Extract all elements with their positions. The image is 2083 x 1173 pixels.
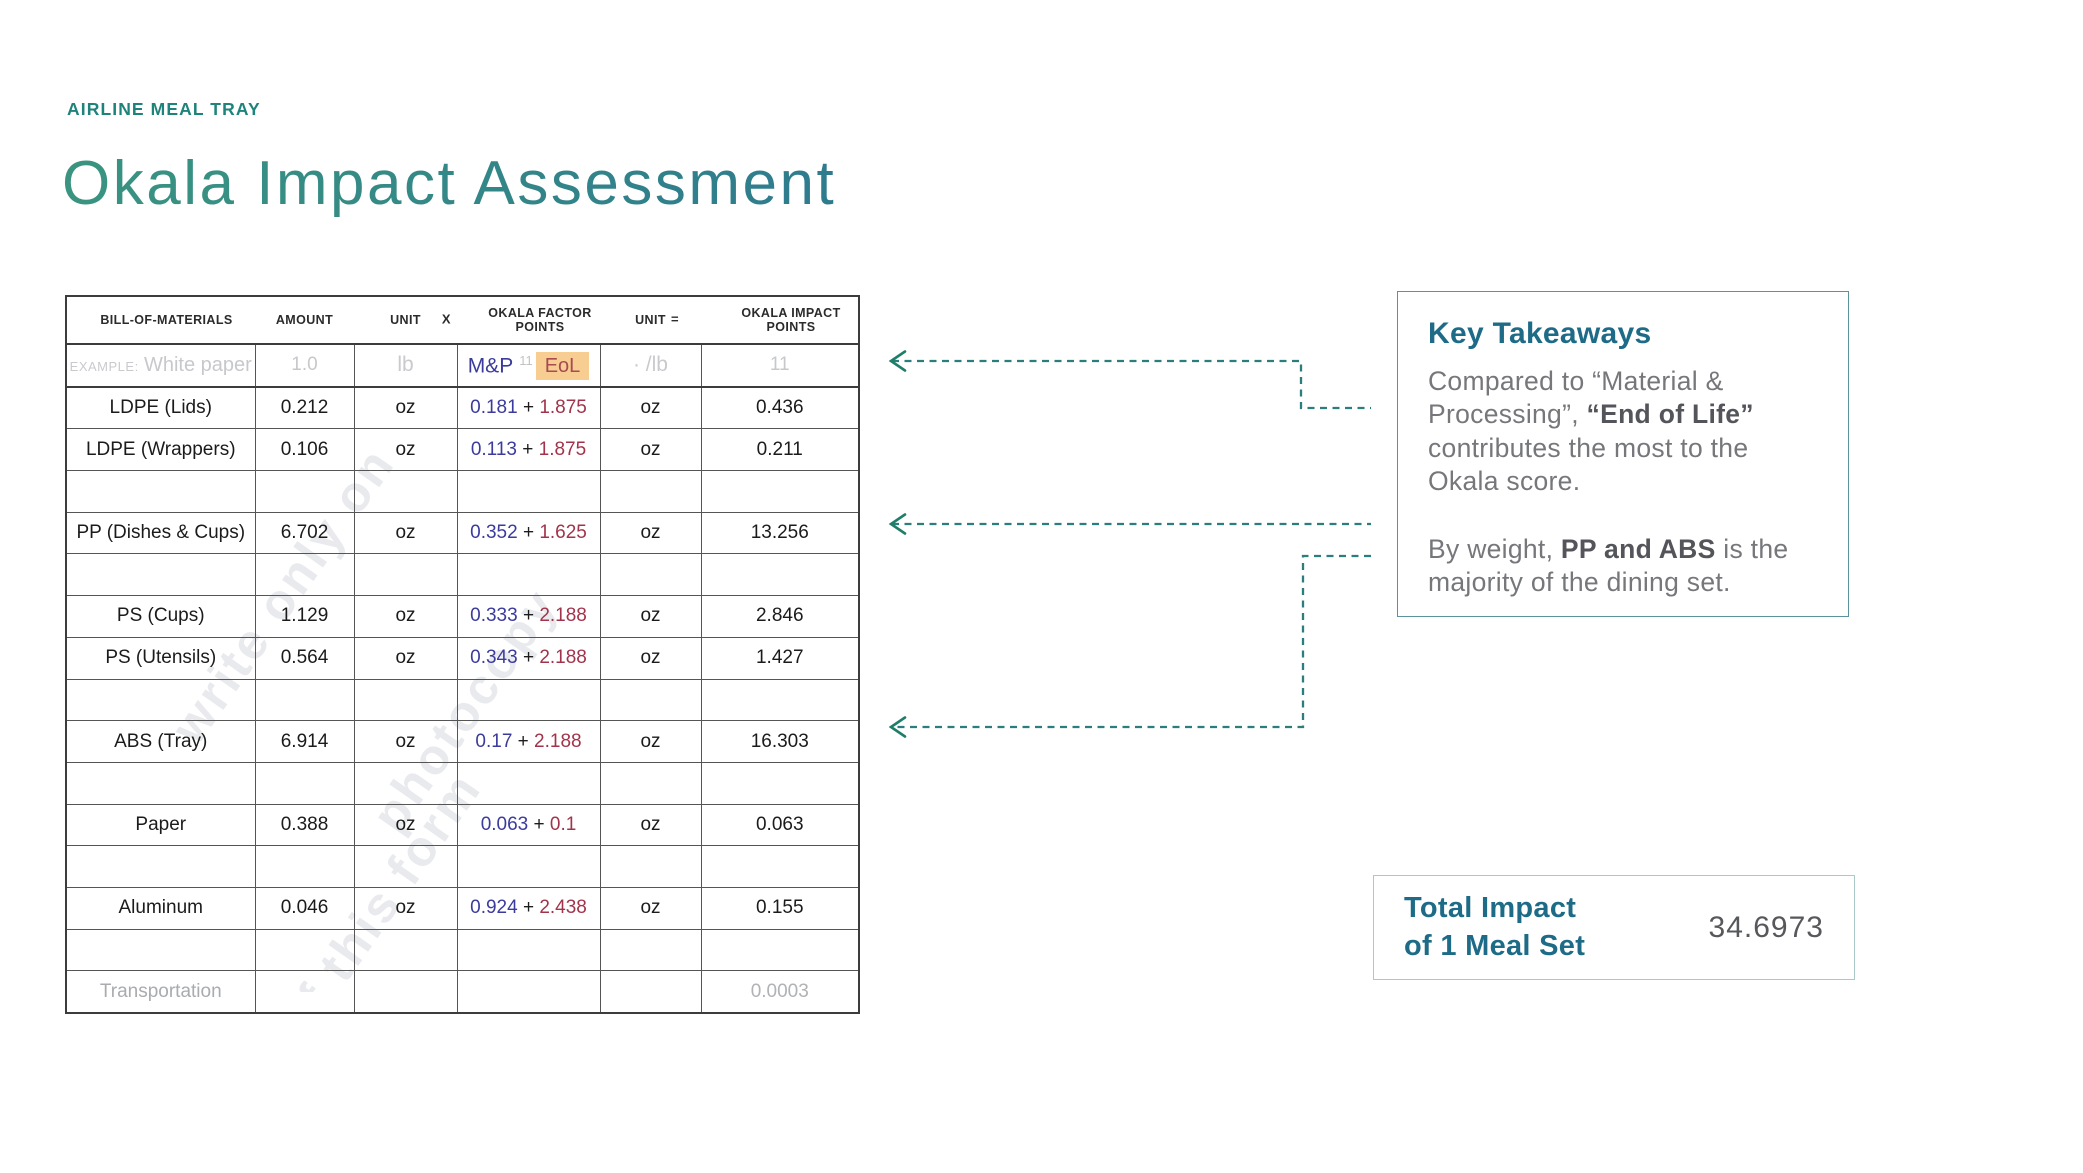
table-row-blank (65, 470, 860, 513)
total-impact-box: Total Impact of 1 Meal Set 34.6973 (1373, 875, 1855, 980)
key-takeaways-box: Key Takeaways Compared to “Material & Pr… (1397, 291, 1849, 617)
equals-sign: = (671, 311, 679, 327)
takeaway-paragraph-1: Compared to “Material & Processing”, “En… (1428, 366, 1754, 497)
col-header-unit2: UNIT= (600, 296, 701, 345)
multiply-sign: X (441, 311, 451, 327)
table-row-blank (65, 553, 860, 597)
arrowhead-left-icon (888, 716, 907, 738)
example-material-cell: EXAMPLE: White paper (65, 343, 256, 388)
table-row-blank (65, 928, 860, 972)
col-header-impact-points: OKALA IMPACT POINTS (701, 296, 859, 345)
total-impact-value: 34.6973 (1708, 910, 1824, 944)
slide-eyebrow: AIRLINE MEAL TRAY (67, 99, 261, 119)
col-header-materials: BILL-OF-MATERIALS (66, 296, 255, 345)
table-row-blank (65, 761, 860, 805)
example-unit-cell: lb (353, 343, 458, 388)
key-takeaways-title: Key Takeaways (1428, 317, 1652, 350)
col-header-amount: AMOUNT (255, 296, 354, 345)
table-row-blank (65, 845, 860, 888)
page-title: Okala Impact Assessment (62, 149, 837, 218)
material-processing-label: M&P (467, 354, 514, 377)
connector-arrow-example (892, 359, 1371, 410)
example-impact-cell: 11 (700, 343, 860, 388)
connector-arrow-abs (892, 554, 1371, 729)
table-row-blank (65, 678, 860, 722)
takeaway-paragraph-2: By weight, PP and ABS is the majority of… (1428, 533, 1789, 597)
bom-table-container: write only on photocopy of this form BIL… (65, 295, 860, 1014)
end-of-life-label: EoL (535, 352, 590, 380)
total-impact-label: Total Impact of 1 Meal Set (1404, 892, 1586, 962)
arrowhead-left-icon (888, 513, 907, 535)
example-unit2-cell: · /lb (599, 343, 702, 388)
col-header-factor-points: OKALA FACTOR POINTS (457, 296, 600, 345)
example-amount-cell: 1.0 (254, 343, 355, 388)
arrowhead-left-icon (888, 350, 907, 372)
